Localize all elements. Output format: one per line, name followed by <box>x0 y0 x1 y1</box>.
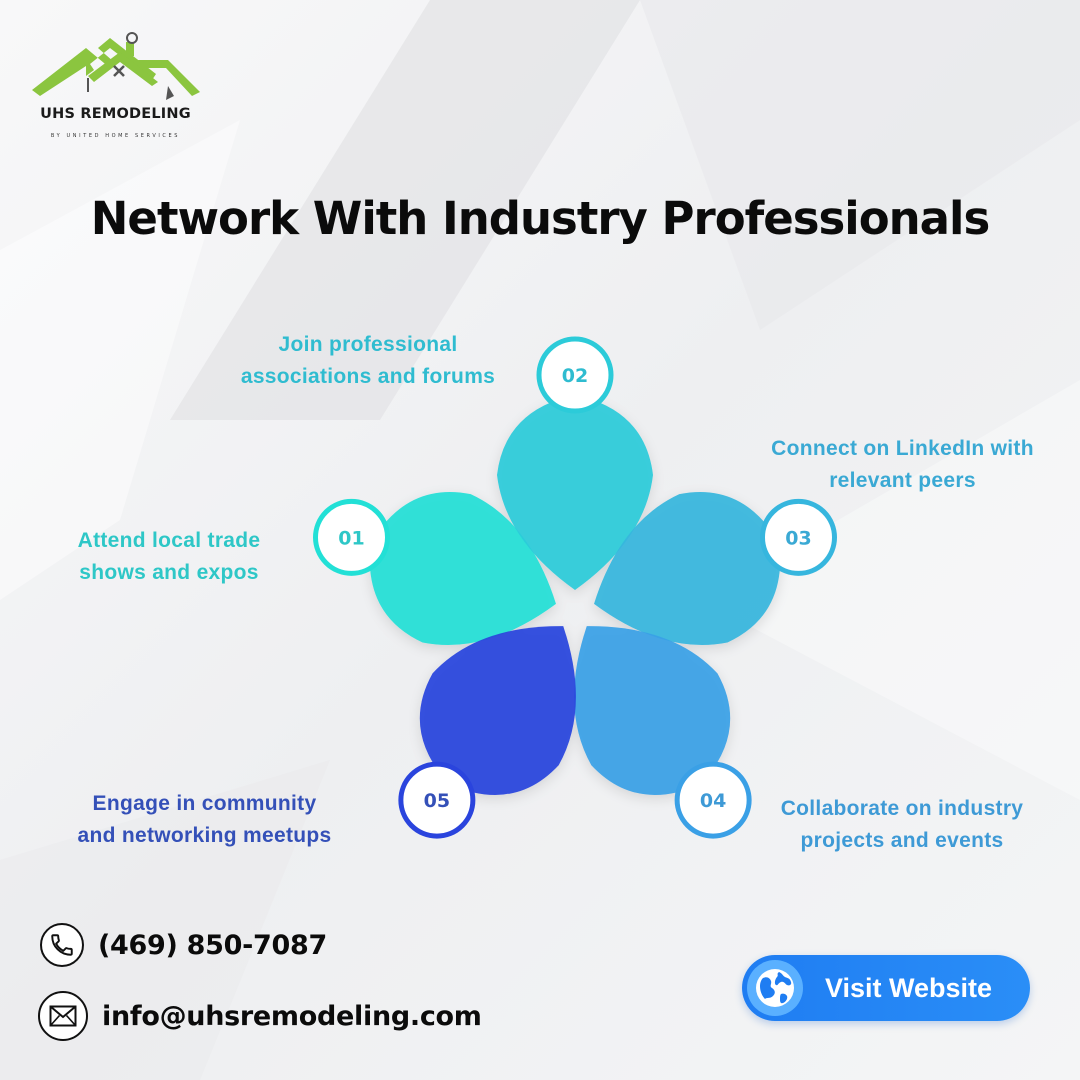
step-02-badge: 02 <box>536 336 614 414</box>
step-04-badge: 04 <box>674 761 752 839</box>
step-01-number: 01 <box>338 527 364 549</box>
petal-05 <box>419 626 576 795</box>
phone-number: (469) 850-7087 <box>98 929 327 961</box>
step-04-label: Collaborate on industry projects and eve… <box>752 793 1052 857</box>
visit-website-label: Visit Website <box>825 972 993 1003</box>
globe-icon <box>747 960 803 1016</box>
step-03-label: Connect on LinkedIn with relevant peers <box>740 433 1065 497</box>
step-03-badge: 03 <box>759 498 837 576</box>
step-01-line2: shows and expos <box>79 561 259 584</box>
logo: UHS REMODELING BY UNITED HOME SERVICES <box>28 30 203 150</box>
petal-02 <box>497 395 653 590</box>
visit-website-button[interactable]: Visit Website <box>742 955 1030 1021</box>
brand-name: UHS REMODELING <box>40 106 191 122</box>
step-02-number: 02 <box>562 365 588 387</box>
step-04-line2: projects and events <box>800 829 1004 852</box>
house-roof-icon <box>32 32 200 100</box>
step-02-line1: Join professional <box>278 333 458 356</box>
page-title: Network With Industry Professionals <box>90 192 990 245</box>
step-05-badge: 05 <box>398 761 476 839</box>
email-contact[interactable]: info@uhsremodeling.com <box>38 991 482 1041</box>
brand-tagline: BY UNITED HOME SERVICES <box>50 133 181 139</box>
petal-01 <box>369 491 556 645</box>
step-04-number: 04 <box>700 790 726 812</box>
step-03-line2: relevant peers <box>829 469 976 492</box>
step-03-line1: Connect on LinkedIn with <box>771 437 1034 460</box>
step-01-label: Attend local trade shows and expos <box>40 525 298 589</box>
step-05-line1: Engage in community <box>92 792 317 815</box>
envelope-icon <box>38 991 88 1041</box>
step-01-badge: 01 <box>313 498 391 576</box>
phone-contact[interactable]: (469) 850-7087 <box>40 923 327 967</box>
phone-icon <box>40 923 84 967</box>
step-03-number: 03 <box>785 527 811 549</box>
step-02-label: Join professional associations and forum… <box>218 329 518 393</box>
petal-03 <box>594 491 781 645</box>
step-01-line1: Attend local trade <box>77 529 261 552</box>
step-05-line2: and networking meetups <box>77 824 332 847</box>
step-02-line2: associations and forums <box>240 365 496 388</box>
petal-04 <box>574 626 731 795</box>
email-address: info@uhsremodeling.com <box>102 1000 482 1032</box>
step-05-label: Engage in community and networking meetu… <box>52 788 357 852</box>
step-05-number: 05 <box>424 790 450 812</box>
step-04-line1: Collaborate on industry <box>780 797 1024 820</box>
